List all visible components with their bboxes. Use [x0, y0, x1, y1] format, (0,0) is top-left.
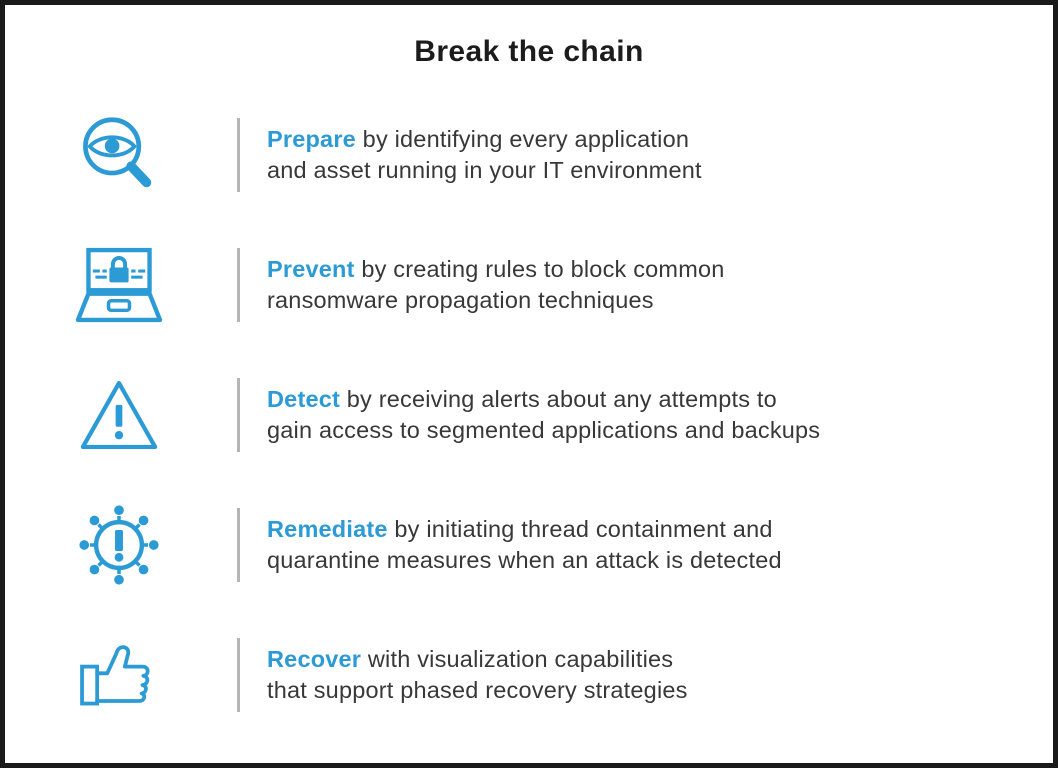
step-divider: [237, 248, 240, 322]
step-row-detect: Detect by receiving alerts about any att…: [5, 350, 1053, 480]
page-title: Break the chain: [414, 35, 644, 68]
step-text: Prevent by creating rules to block commo…: [267, 254, 725, 316]
step-keyword: Detect: [267, 386, 341, 412]
step-text: Remediate by initiating thread containme…: [267, 514, 782, 576]
step-line2: quarantine measures when an attack is de…: [267, 547, 782, 573]
step-line2: and asset running in your IT environment: [267, 157, 702, 183]
step-divider: [237, 118, 240, 192]
step-keyword: Prevent: [267, 256, 355, 282]
step-rest: by identifying every application: [362, 126, 690, 152]
step-rest: by creating rules to block common: [361, 256, 725, 282]
laptop-lock-icon: [63, 244, 175, 326]
step-divider: [237, 378, 240, 452]
step-line2: gain access to segmented applications an…: [267, 417, 821, 443]
step-rest: by receiving alerts about any attempts t…: [346, 386, 777, 412]
step-divider: [237, 508, 240, 582]
step-rest: with visualization capabilities: [367, 646, 674, 672]
eye-magnifier-icon: [63, 112, 175, 198]
warning-triangle-icon: [63, 376, 175, 454]
step-text: Prepare by identifying every application…: [267, 124, 702, 186]
step-line2: that support phased recovery strategies: [267, 677, 688, 703]
step-text: Detect by receiving alerts about any att…: [267, 384, 820, 446]
thumbs-up-icon: [63, 636, 175, 714]
virus-alert-icon: [63, 501, 175, 589]
step-divider: [237, 638, 240, 712]
step-row-remediate: Remediate by initiating thread containme…: [5, 480, 1053, 610]
step-keyword: Recover: [267, 646, 362, 672]
step-keyword: Prepare: [267, 126, 356, 152]
step-row-prevent: Prevent by creating rules to block commo…: [5, 220, 1053, 350]
step-line2: ransomware propagation techniques: [267, 287, 654, 313]
steps-list: Prepare by identifying every application…: [5, 90, 1053, 740]
step-rest: by initiating thread containment and: [394, 516, 773, 542]
step-row-recover: Recover with visualization capabilities …: [5, 610, 1053, 740]
step-text: Recover with visualization capabilities …: [267, 644, 688, 706]
step-keyword: Remediate: [267, 516, 388, 542]
step-row-prepare: Prepare by identifying every application…: [5, 90, 1053, 220]
